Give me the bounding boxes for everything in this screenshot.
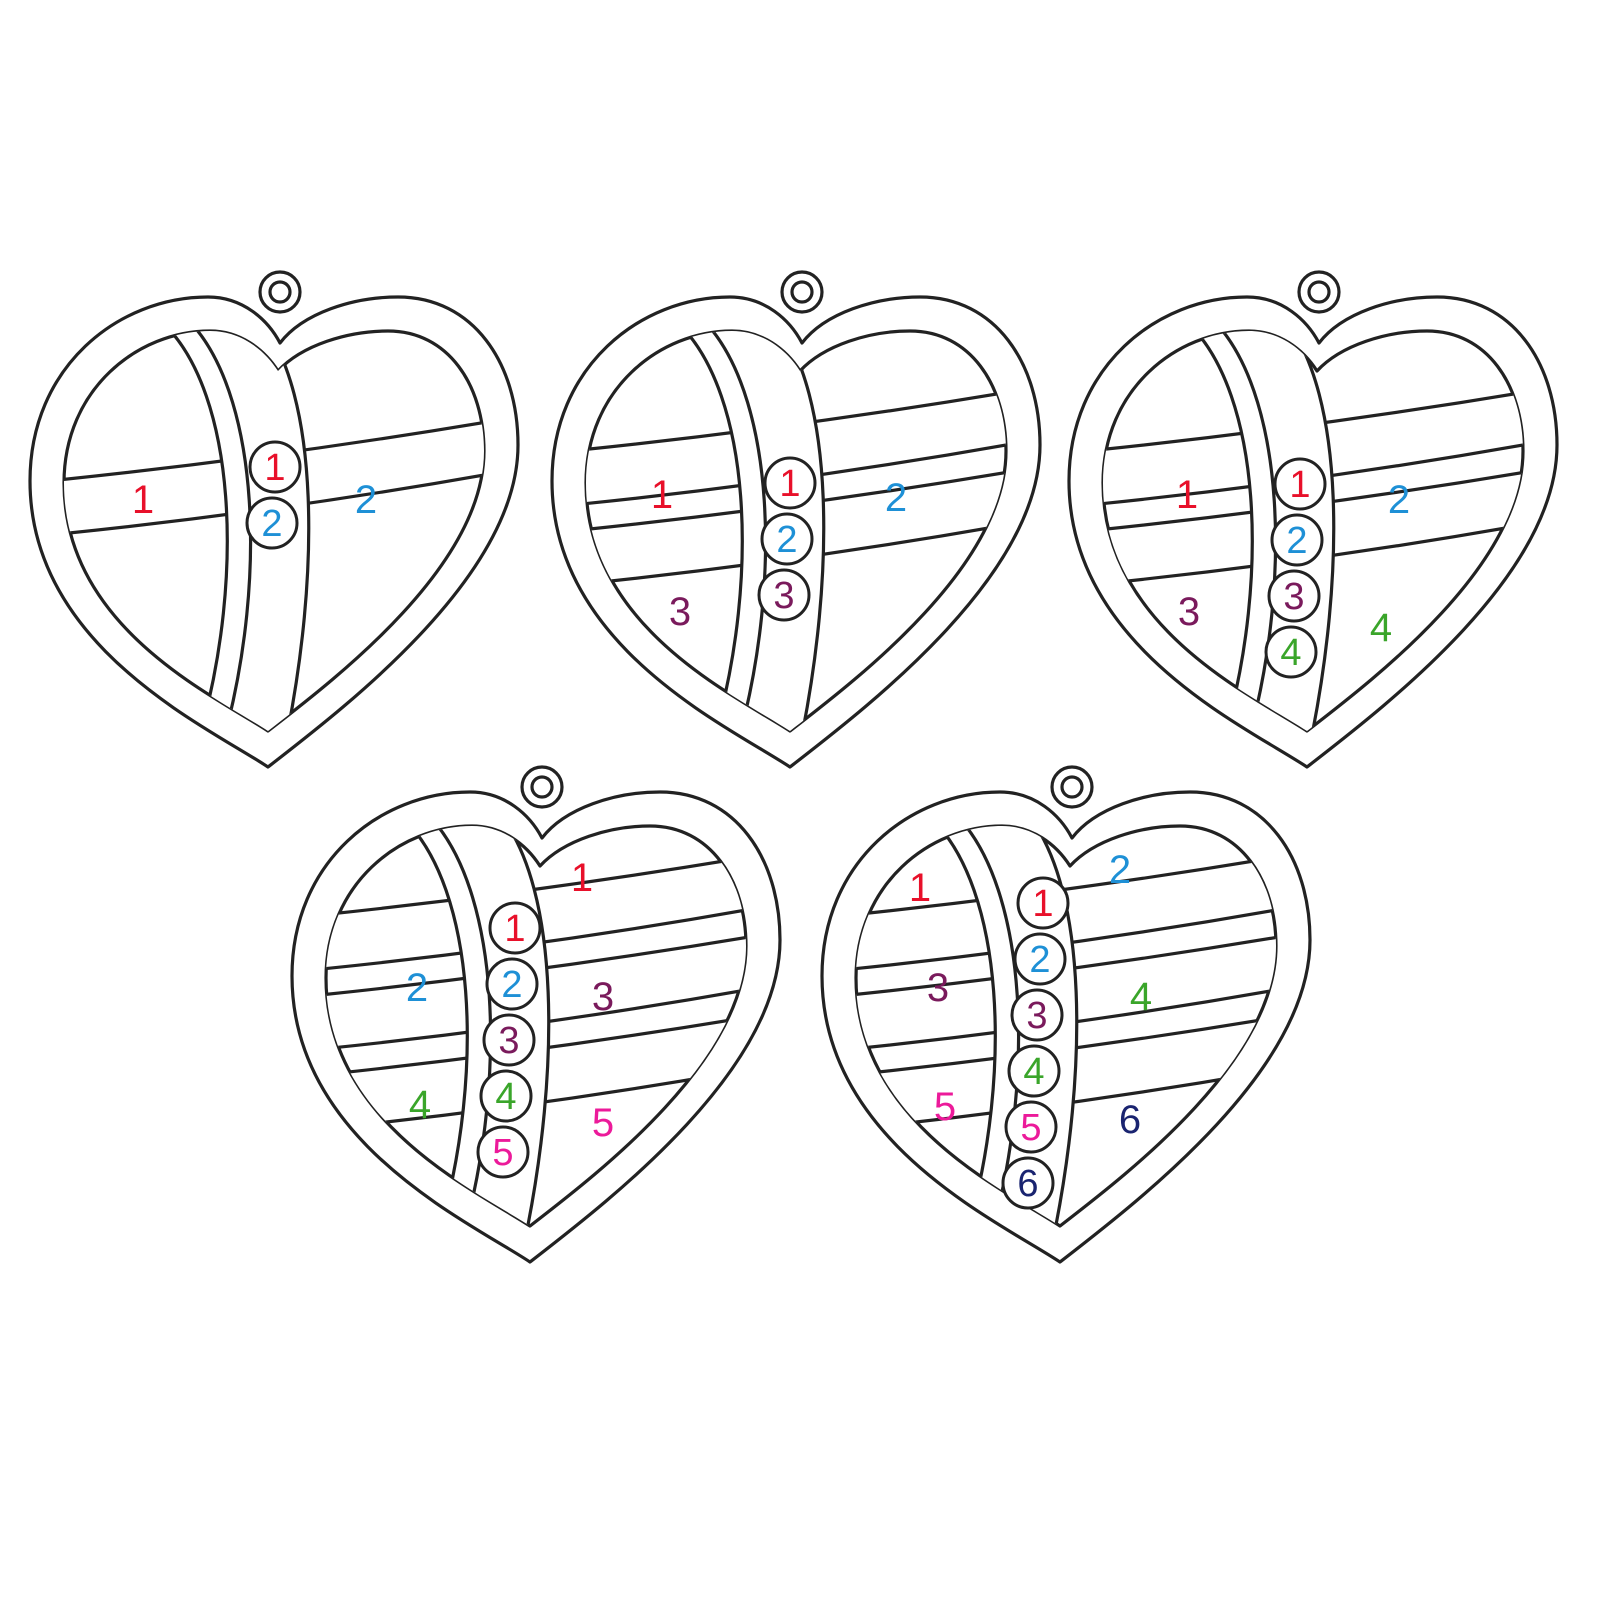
birthstone-3: [482, 1013, 536, 1067]
band-label: 2: [406, 966, 428, 1010]
pendant-6-stones: 1 2 3 4 5 6 1 2 3 4 5 6: [820, 765, 1312, 1264]
birthstone-number: 1: [779, 463, 800, 505]
birthstone-number: 2: [1286, 520, 1307, 562]
pendant-5-stones: 1 2 3 4 5 1 2 3 4 5: [290, 765, 782, 1264]
birthstone-number: 6: [1017, 1163, 1038, 1205]
birthstone-number: 3: [773, 575, 794, 617]
birthstone-number: 2: [261, 503, 282, 545]
birthstone-5: [1004, 1100, 1058, 1154]
birthstone-number: 3: [1026, 995, 1047, 1037]
band-label: 2: [355, 478, 377, 522]
bail-loop: [1297, 270, 1341, 314]
band-label: 5: [592, 1101, 614, 1145]
birthstone-number: 1: [1289, 464, 1310, 506]
ribbon-edge: [710, 331, 768, 731]
center-ribbon: [678, 331, 826, 731]
band-label: 4: [1370, 606, 1392, 650]
birthstone-number: 1: [504, 908, 525, 950]
bail-hole: [1307, 280, 1331, 304]
birthstone-3: [1010, 988, 1064, 1042]
birthstone-2: [485, 957, 539, 1011]
band-label: 3: [927, 966, 949, 1010]
birthstone-2: [1013, 932, 1067, 986]
birthstone-number: 2: [501, 964, 522, 1006]
band-label: 1: [651, 473, 673, 517]
birthstone-1: [1273, 457, 1327, 511]
birthstone-5: [476, 1125, 530, 1179]
birthstone-2: [245, 496, 299, 550]
birthstone-4: [479, 1069, 533, 1123]
band-label: 4: [1130, 975, 1152, 1019]
birthstone-number: 4: [495, 1076, 516, 1118]
bail-hole: [268, 280, 292, 304]
birthstone-6: [1001, 1156, 1055, 1210]
birthstone-number: 1: [1032, 883, 1053, 925]
birthstone-number: 1: [264, 447, 285, 489]
band-label: 5: [934, 1085, 956, 1129]
ribbon-edge: [195, 331, 253, 731]
birthstone-3: [1267, 569, 1321, 623]
band-label: 1: [132, 478, 154, 522]
birthstone-number: 4: [1280, 632, 1301, 674]
bail-hole: [1060, 775, 1084, 799]
band-label: 1: [571, 856, 593, 900]
birthstone-number: 2: [776, 519, 797, 561]
birthstone-number: 5: [492, 1132, 513, 1174]
pendant-3-stones: 1 2 3 1 2 3: [550, 270, 1042, 769]
birthstone-1: [1016, 876, 1070, 930]
birthstone-2: [760, 512, 814, 566]
band-label: 3: [669, 590, 691, 634]
band-label: 6: [1119, 1098, 1141, 1142]
pendant-4-stones: 1 2 3 4 1 2 3 4: [1067, 270, 1559, 769]
bail-loop: [780, 270, 824, 314]
birthstone-2: [1270, 513, 1324, 567]
birthstone-4: [1007, 1044, 1061, 1098]
birthstone-3: [757, 568, 811, 622]
bail-loop: [520, 765, 564, 809]
band-label: 4: [409, 1083, 431, 1127]
birthstone-number: 2: [1029, 939, 1050, 981]
bail-hole: [530, 775, 554, 799]
band-label: 2: [885, 476, 907, 520]
band-label: 3: [1178, 590, 1200, 634]
band-label: 1: [909, 866, 931, 910]
band-label: 2: [1109, 848, 1131, 892]
bail-loop: [1050, 765, 1094, 809]
birthstone-1: [248, 440, 302, 494]
bail-loop: [258, 270, 302, 314]
birthstone-number: 5: [1020, 1107, 1041, 1149]
band-label: 3: [592, 975, 614, 1019]
birthstone-1: [763, 456, 817, 510]
birthstone-4: [1264, 625, 1318, 679]
bail-hole: [790, 280, 814, 304]
ribbon-edge: [963, 826, 1021, 1226]
band-label: 1: [1176, 473, 1198, 517]
birthstone-number: 3: [498, 1020, 519, 1062]
band-label: 2: [1388, 478, 1410, 522]
center-ribbon: [163, 331, 311, 731]
birthstone-1: [488, 901, 542, 955]
birthstone-number: 4: [1023, 1051, 1044, 1093]
pendant-2-stones: 1 2 1 2: [28, 270, 520, 769]
ribbon-edge: [1220, 331, 1278, 731]
birthstone-number: 3: [1283, 576, 1304, 618]
